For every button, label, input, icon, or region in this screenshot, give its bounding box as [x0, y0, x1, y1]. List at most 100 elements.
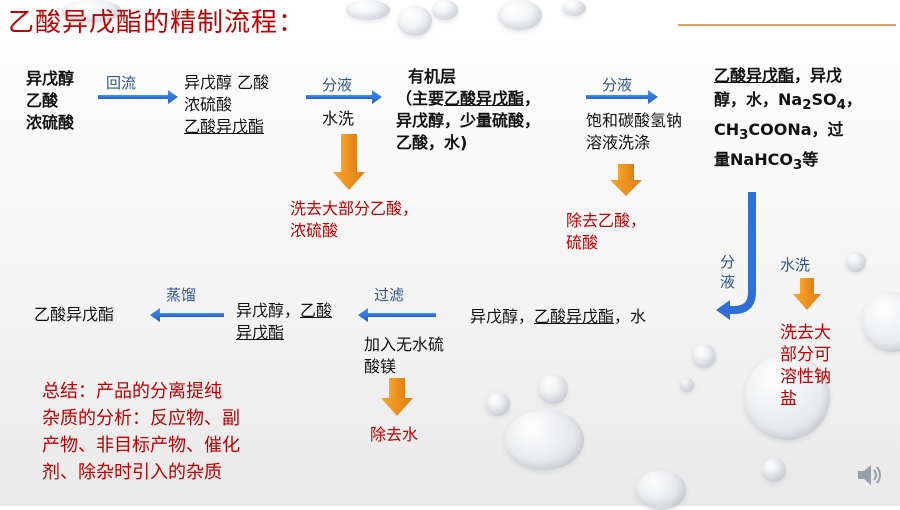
mixture-1-line3: 乙酸异戊酯 [184, 117, 265, 136]
organic-layer: 有机层 （主要乙酸异戊酯， 异戊醇，少量硫酸， 乙酸，水) [396, 66, 540, 154]
summary-line4: 剂、除杂时引入的杂质 [42, 462, 222, 483]
reagent-acetic-acid: 乙酸 [26, 91, 59, 110]
mixture-1-line1: 异戊醇 乙酸 [184, 73, 270, 92]
organic-layer-line2: （主要乙酸异戊酯， [396, 88, 540, 110]
drying-step-line1: 加入无水硫 [364, 335, 445, 354]
bubble-decoration [498, 0, 542, 30]
summary-line2: 杂质的分析：反应物、副 [42, 408, 240, 429]
speaker-icon[interactable] [856, 462, 884, 488]
organic-layer-line4: 乙酸，水) [396, 133, 468, 152]
mixture-4-product: 乙酸异戊酯 [534, 307, 615, 326]
mixture-3-line2-c: ， [845, 90, 862, 109]
mixture-3: 乙酸异戊酯，异戊 醇，水，Na2SO4， CH3COONa，过 量NaHCO3等 [714, 64, 862, 179]
title-underline [678, 24, 896, 26]
bubble-decoration [680, 378, 694, 392]
organic-layer-line3: 异戊醇，少量硫酸， [396, 111, 541, 130]
mixture-3-line3-a: CH [714, 120, 740, 140]
mixture-4-post: ，水 [614, 307, 647, 326]
mixture-4: 异戊醇，乙酸异戊酯，水 [470, 306, 646, 328]
bubble-decoration [504, 410, 584, 470]
arrow-distill [150, 308, 224, 322]
water-wash-1-label: 水洗 [322, 109, 355, 128]
arrow-sep3 [728, 192, 756, 314]
reagent-isoamyl-alcohol: 异戊醇 [26, 69, 75, 88]
mixture-5: 异戊醇，乙酸 异戊酯 [236, 300, 332, 344]
removal-1-line2: 浓硫酸 [290, 221, 339, 240]
reflux-label: 回流 [106, 74, 137, 92]
mixture-3-line1: 乙酸异戊酯，异戊 [714, 64, 862, 88]
mixture-3-line3-b: COONa，过 [748, 120, 844, 140]
mixture-3-line2-b: SO [811, 90, 837, 109]
arrow-reflux [98, 90, 178, 104]
mixture-3-line2: 醇，水，Na2SO4， [714, 88, 862, 118]
drying-step-line2: 酸镁 [364, 357, 397, 376]
bubble-decoration [398, 6, 432, 36]
removal-4: 除去水 [370, 425, 419, 444]
bubble-decoration [846, 252, 866, 272]
bubble-decoration [744, 354, 830, 440]
mixture-5-acid: 乙酸 [300, 301, 333, 320]
mixture-5-line2: 异戊酯 [236, 323, 285, 342]
removal-3-line4: 盐 [780, 389, 797, 409]
water-wash-3-label: 水洗 [780, 256, 811, 274]
arrow-remove1 [333, 134, 365, 190]
mixture-3-line1-rest: ，异戊 [794, 66, 843, 85]
mixture-3-line2-sub2: 4 [836, 98, 846, 114]
separation-3-label: 分液 [720, 253, 736, 291]
mixture-3-line2-sub: 2 [802, 98, 812, 114]
arrow-sep3-head [716, 300, 730, 320]
removal-1-line1: 洗去大部分乙酸， [290, 199, 419, 218]
mixture-5-pre: 异戊醇， [236, 301, 301, 320]
final-product: 乙酸异戊酯 [34, 305, 115, 324]
removal-3: 洗去大 部分可 溶性钠 盐 [780, 322, 831, 410]
bubble-decoration [692, 344, 716, 368]
bicarbonate-wash: 饱和碳酸氢钠 溶液洗涤 [586, 110, 682, 154]
bicarbonate-wash-line1: 饱和碳酸氢钠 [586, 111, 683, 130]
mixture-3-line4-b: 等 [802, 150, 819, 170]
bubble-decoration [486, 392, 510, 416]
removal-3-line1: 洗去大 [780, 323, 831, 343]
organic-prefix: （主要 [396, 89, 445, 108]
removal-3-line3: 溶性钠 [780, 367, 831, 387]
distillation-label: 蒸馏 [166, 286, 197, 304]
mixture-3-line2-a: 醇，水，Na [714, 90, 803, 109]
arrow-sep2 [586, 90, 658, 104]
mixture-4-pre: 异戊醇， [470, 307, 535, 326]
bubble-decoration [432, 0, 458, 20]
arrow-sep1 [306, 90, 382, 104]
bubble-decoration [762, 458, 786, 482]
bubble-decoration [346, 0, 390, 20]
bubble-decoration [636, 470, 686, 510]
mixture-3-line4-sub: 3 [792, 158, 803, 174]
separation-2-label: 分液 [602, 76, 633, 94]
mixture-1: 异戊醇 乙酸 浓硫酸 乙酸异戊酯 [184, 72, 269, 138]
bubble-decoration [62, 0, 122, 22]
mixture-1-line2: 浓硫酸 [184, 95, 233, 114]
mixture-3-line3-sub: 3 [739, 128, 749, 144]
arrow-remove3 [793, 278, 821, 310]
separation-1-label: 分液 [322, 76, 353, 94]
summary-line1: 总结：产品的分离提纯 [42, 381, 222, 402]
arrow-remove4 [381, 378, 413, 416]
mixture-3-line3: CH3COONa，过 [714, 118, 862, 148]
start-reagents: 异戊醇 乙酸 浓硫酸 [26, 68, 74, 134]
page-title: 乙酸异戊酯的精制流程： [8, 8, 306, 38]
bubble-decoration [562, 0, 586, 16]
removal-3-line2: 部分可 [780, 345, 831, 365]
summary: 总结：产品的分离提纯 杂质的分析：反应物、副 产物、非目标产物、催化 剂、除杂时… [42, 378, 240, 486]
removal-1: 洗去大部分乙酸， 浓硫酸 [290, 198, 418, 242]
reagent-sulfuric-acid: 浓硫酸 [26, 113, 75, 132]
filtration-label: 过滤 [374, 286, 405, 304]
arrow-remove2 [610, 164, 642, 196]
drying-step: 加入无水硫 酸镁 [364, 334, 444, 378]
removal-2-line1: 除去乙酸， [566, 211, 647, 230]
mixture-3-product: 乙酸异戊酯 [714, 66, 795, 85]
summary-line3: 产物、非目标产物、催化 [42, 435, 240, 456]
bicarbonate-wash-line2: 溶液洗涤 [586, 133, 651, 152]
bubble-decoration [538, 374, 568, 404]
removal-2: 除去乙酸， 硫酸 [566, 210, 646, 254]
removal-2-line2: 硫酸 [566, 233, 599, 252]
arrow-filter [358, 308, 436, 322]
organic-main-product: 乙酸异戊酯 [444, 89, 525, 108]
